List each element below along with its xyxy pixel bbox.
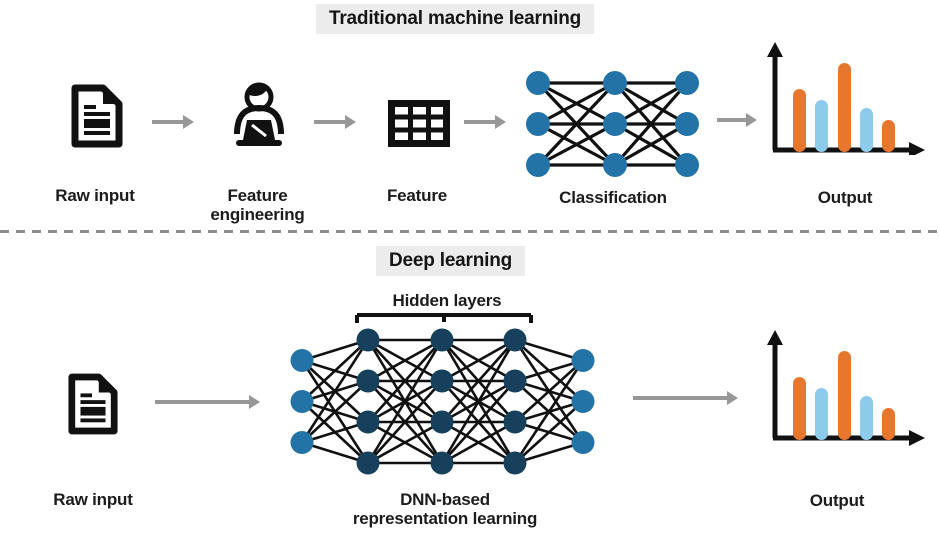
dnn-representation-label: DNN-based representation learning bbox=[335, 490, 555, 528]
flow-arrow-icon bbox=[152, 120, 183, 124]
output-label: Output bbox=[809, 491, 865, 510]
flow-arrow-icon bbox=[717, 118, 746, 122]
classification-label: Classification bbox=[559, 188, 667, 207]
traditional-ml-title: Traditional machine learning bbox=[316, 4, 595, 34]
classification-network-diagram bbox=[526, 71, 699, 177]
section-divider bbox=[0, 230, 939, 233]
flow-arrow-icon bbox=[633, 396, 727, 400]
feature-table-icon bbox=[388, 100, 450, 147]
dnn-label-line1: DNN-based bbox=[400, 490, 490, 509]
raw-input-label: Raw input bbox=[55, 186, 135, 205]
feature-label: Feature bbox=[386, 186, 447, 205]
output-bar-chart bbox=[767, 330, 925, 446]
flow-arrow-icon bbox=[464, 120, 495, 124]
dnn-label-line2: representation learning bbox=[352, 509, 538, 528]
dnn-network-diagram bbox=[290, 328, 595, 475]
feature-engineering-line2: engineering bbox=[210, 205, 305, 224]
document-icon bbox=[68, 373, 118, 435]
document-icon bbox=[71, 84, 123, 148]
raw-input-label: Raw input bbox=[53, 490, 133, 509]
person-laptop-icon bbox=[234, 82, 284, 146]
output-bar-chart bbox=[767, 42, 925, 155]
flow-arrow-icon bbox=[314, 120, 345, 124]
feature-engineering-line1: Feature bbox=[227, 186, 288, 205]
output-label: Output bbox=[817, 188, 873, 207]
feature-engineering-label: Feature engineering bbox=[185, 186, 330, 224]
hidden-layers-label: Hidden layers bbox=[392, 291, 502, 310]
flow-arrow-icon bbox=[155, 400, 249, 404]
deep-learning-title: Deep learning bbox=[376, 246, 526, 276]
hidden-layers-bracket bbox=[355, 313, 533, 323]
